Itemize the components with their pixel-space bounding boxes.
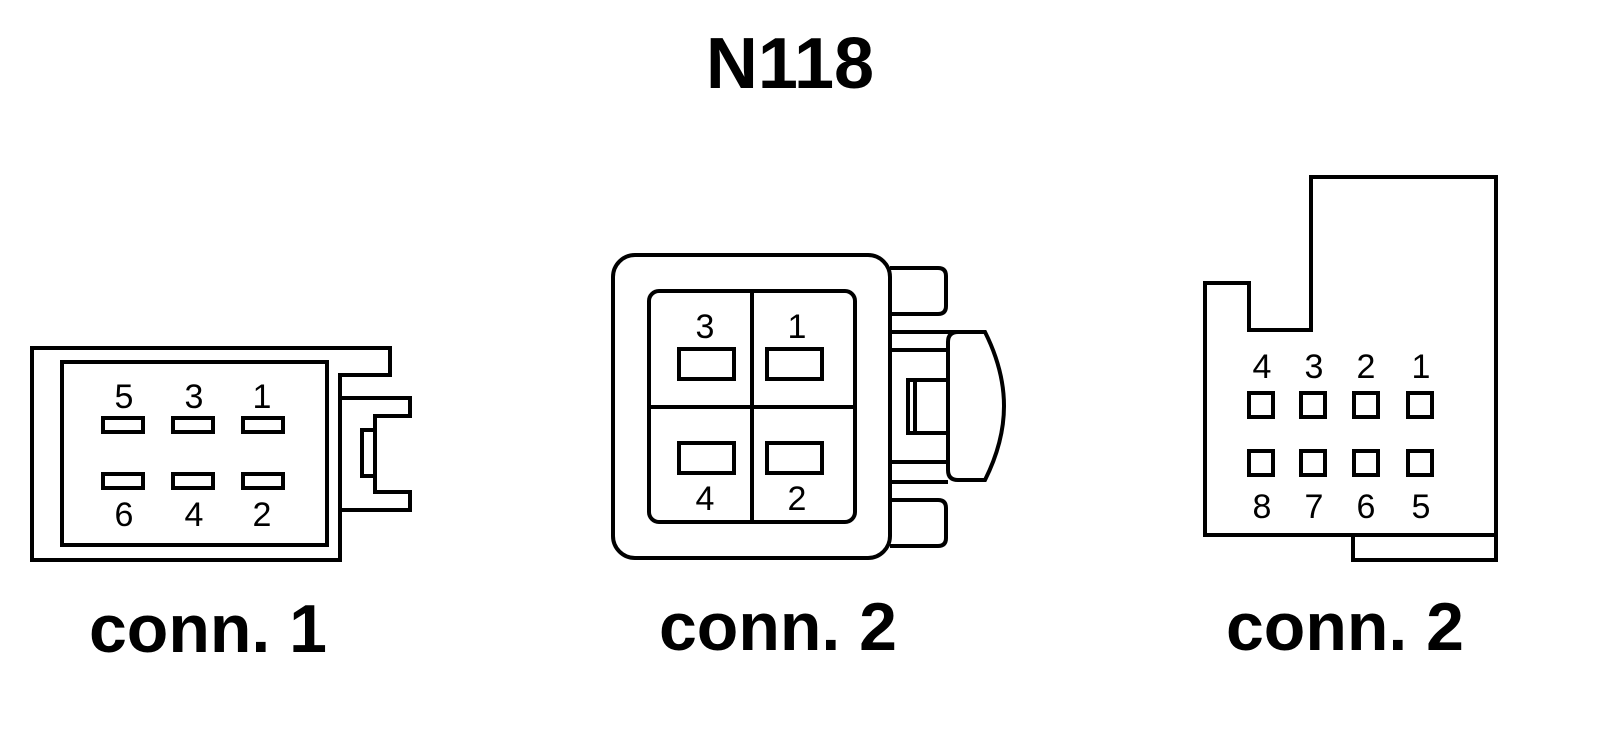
pin-slot	[1352, 391, 1380, 419]
pin-label: 2	[788, 480, 807, 518]
pin-label: 1	[1412, 348, 1431, 386]
pin-label: 3	[696, 308, 715, 346]
connector-3-housing	[1203, 175, 1498, 562]
pin-label: 7	[1305, 488, 1324, 526]
pin-label: 6	[115, 496, 134, 534]
connector-1-latch	[340, 396, 412, 512]
pin-slot	[241, 472, 285, 490]
pin-slot	[1247, 449, 1275, 477]
pin-slot	[1406, 391, 1434, 419]
connector-2-caption: conn. 2	[659, 589, 897, 665]
connector-1-housing	[30, 346, 392, 562]
connector-2-tab-top	[890, 266, 948, 316]
pin-slot	[101, 472, 145, 490]
pin-label: 2	[1357, 348, 1376, 386]
connector-2-lock-frame	[890, 330, 948, 484]
pin-label: 4	[1253, 348, 1272, 386]
connector-1: 5 3 1 6 4 2 conn. 1	[30, 346, 412, 667]
pin-slot	[1352, 449, 1380, 477]
diagram-title: N118	[706, 24, 874, 104]
pin-label: 4	[696, 480, 715, 518]
pin-label: 8	[1253, 488, 1272, 526]
connector-2-lock-slot	[906, 378, 948, 435]
pin-slot	[1299, 391, 1327, 419]
pin-label: 1	[788, 308, 807, 346]
connector-2-tab-bottom	[890, 498, 948, 548]
pin-label: 3	[1305, 348, 1324, 386]
pin-label: 2	[253, 496, 272, 534]
pin-slot	[101, 416, 145, 434]
pin-slot	[171, 472, 215, 490]
connector-1-face	[60, 360, 329, 547]
pin-label: 6	[1357, 488, 1376, 526]
pin-label: 5	[115, 378, 134, 416]
connector-2-eight-pin: 4 3 2 1 8 7 6 5 conn. 2	[1203, 175, 1498, 665]
connector-1-latch-inner	[360, 428, 375, 478]
pin-slot	[677, 347, 736, 381]
pin-slot	[241, 416, 285, 434]
pin-slot	[765, 347, 824, 381]
pin-slot	[1406, 449, 1434, 477]
pin-label: 5	[1412, 488, 1431, 526]
pin-label: 3	[185, 378, 204, 416]
pin-label: 1	[253, 378, 272, 416]
pin-slot	[677, 441, 736, 475]
connector-2-square: 3 1 4 2 conn. 2	[611, 253, 1007, 665]
connector-1-caption: conn. 1	[89, 591, 327, 667]
pin-slot	[1299, 449, 1327, 477]
pin-slot	[765, 441, 824, 475]
pin-label: 4	[185, 496, 204, 534]
pin-slot	[1247, 391, 1275, 419]
connector-2-lock-lever	[946, 330, 1007, 482]
pin-slot	[171, 416, 215, 434]
connector-3-caption: conn. 2	[1226, 589, 1464, 665]
